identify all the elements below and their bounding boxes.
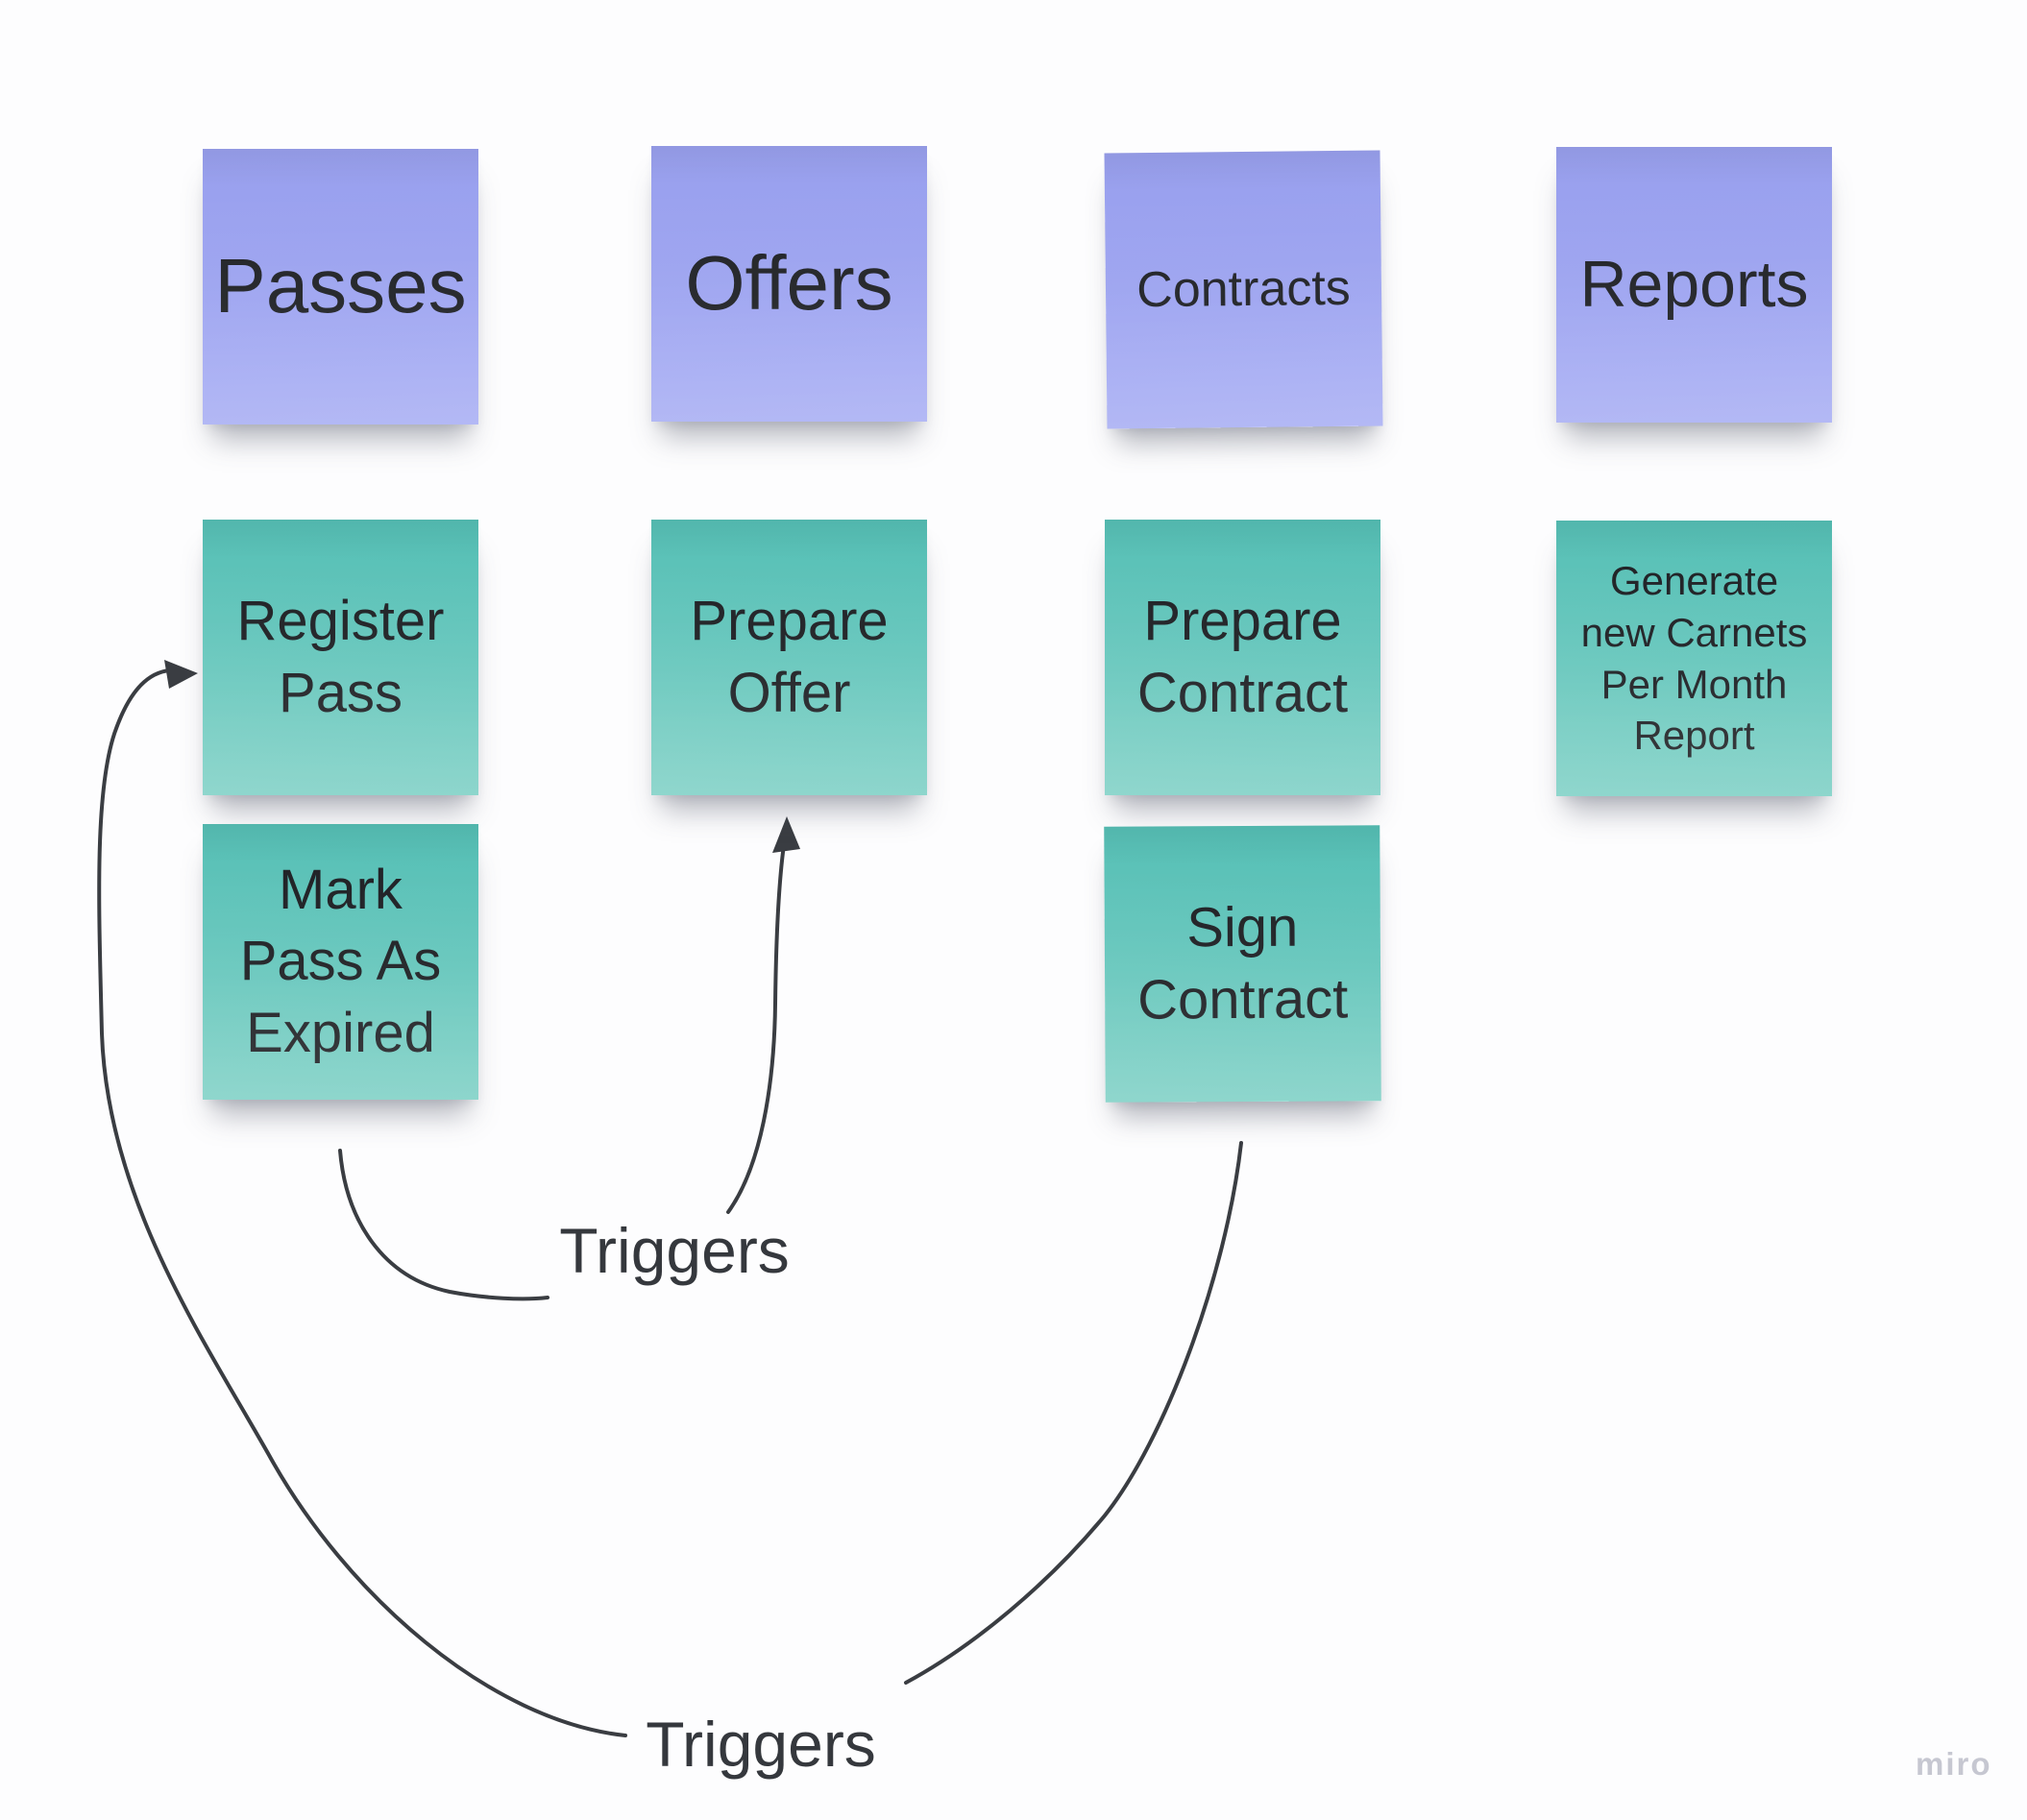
note-label: Contracts <box>1136 259 1352 318</box>
sticky-note-offers[interactable]: Offers <box>651 146 927 422</box>
connector-mark-pass-to-prepare-offer[interactable] <box>338 816 800 1301</box>
sticky-note-contracts[interactable]: Contracts <box>1104 150 1383 429</box>
note-label: Reports <box>1579 248 1809 322</box>
sticky-note-mark-pass-expired[interactable]: Mark Pass As Expired <box>203 824 478 1100</box>
sticky-note-reports[interactable]: Reports <box>1556 147 1832 423</box>
sticky-note-prepare-offer[interactable]: Prepare Offer <box>651 520 927 795</box>
note-label: Sign Contract <box>1136 895 1349 1031</box>
connector-label-triggers-1[interactable]: Triggers <box>559 1215 790 1286</box>
connector-sign-contract-to-register-pass[interactable] <box>97 660 1243 1737</box>
note-label: Prepare Offer <box>690 590 889 724</box>
sticky-note-sign-contract[interactable]: Sign Contract <box>1104 825 1381 1103</box>
note-label: Register Pass <box>236 590 445 724</box>
note-label: Passes <box>214 243 467 329</box>
sticky-note-passes[interactable]: Passes <box>203 149 478 425</box>
connector-line-segment[interactable] <box>338 1149 549 1301</box>
note-label: Prepare Contract <box>1136 590 1349 724</box>
sticky-note-prepare-contract[interactable]: Prepare Contract <box>1105 520 1380 795</box>
arrowhead-up-icon <box>772 816 800 853</box>
connector-line-segment[interactable] <box>726 830 788 1214</box>
arrowhead-right-icon <box>164 660 198 689</box>
connector-line-segment[interactable] <box>97 667 627 1737</box>
connector-label-triggers-2[interactable]: Triggers <box>646 1709 876 1780</box>
connector-line-segment[interactable] <box>904 1141 1243 1685</box>
sticky-note-register-pass[interactable]: Register Pass <box>203 520 478 795</box>
note-label: Mark Pass As Expired <box>239 859 442 1064</box>
note-label: Offers <box>685 240 893 327</box>
miro-logo[interactable]: miro <box>1916 1746 1992 1782</box>
sticky-note-generate-report[interactable]: Generate new Carnets Per Month Report <box>1556 521 1832 796</box>
note-label: Generate new Carnets Per Month Report <box>1580 558 1808 759</box>
